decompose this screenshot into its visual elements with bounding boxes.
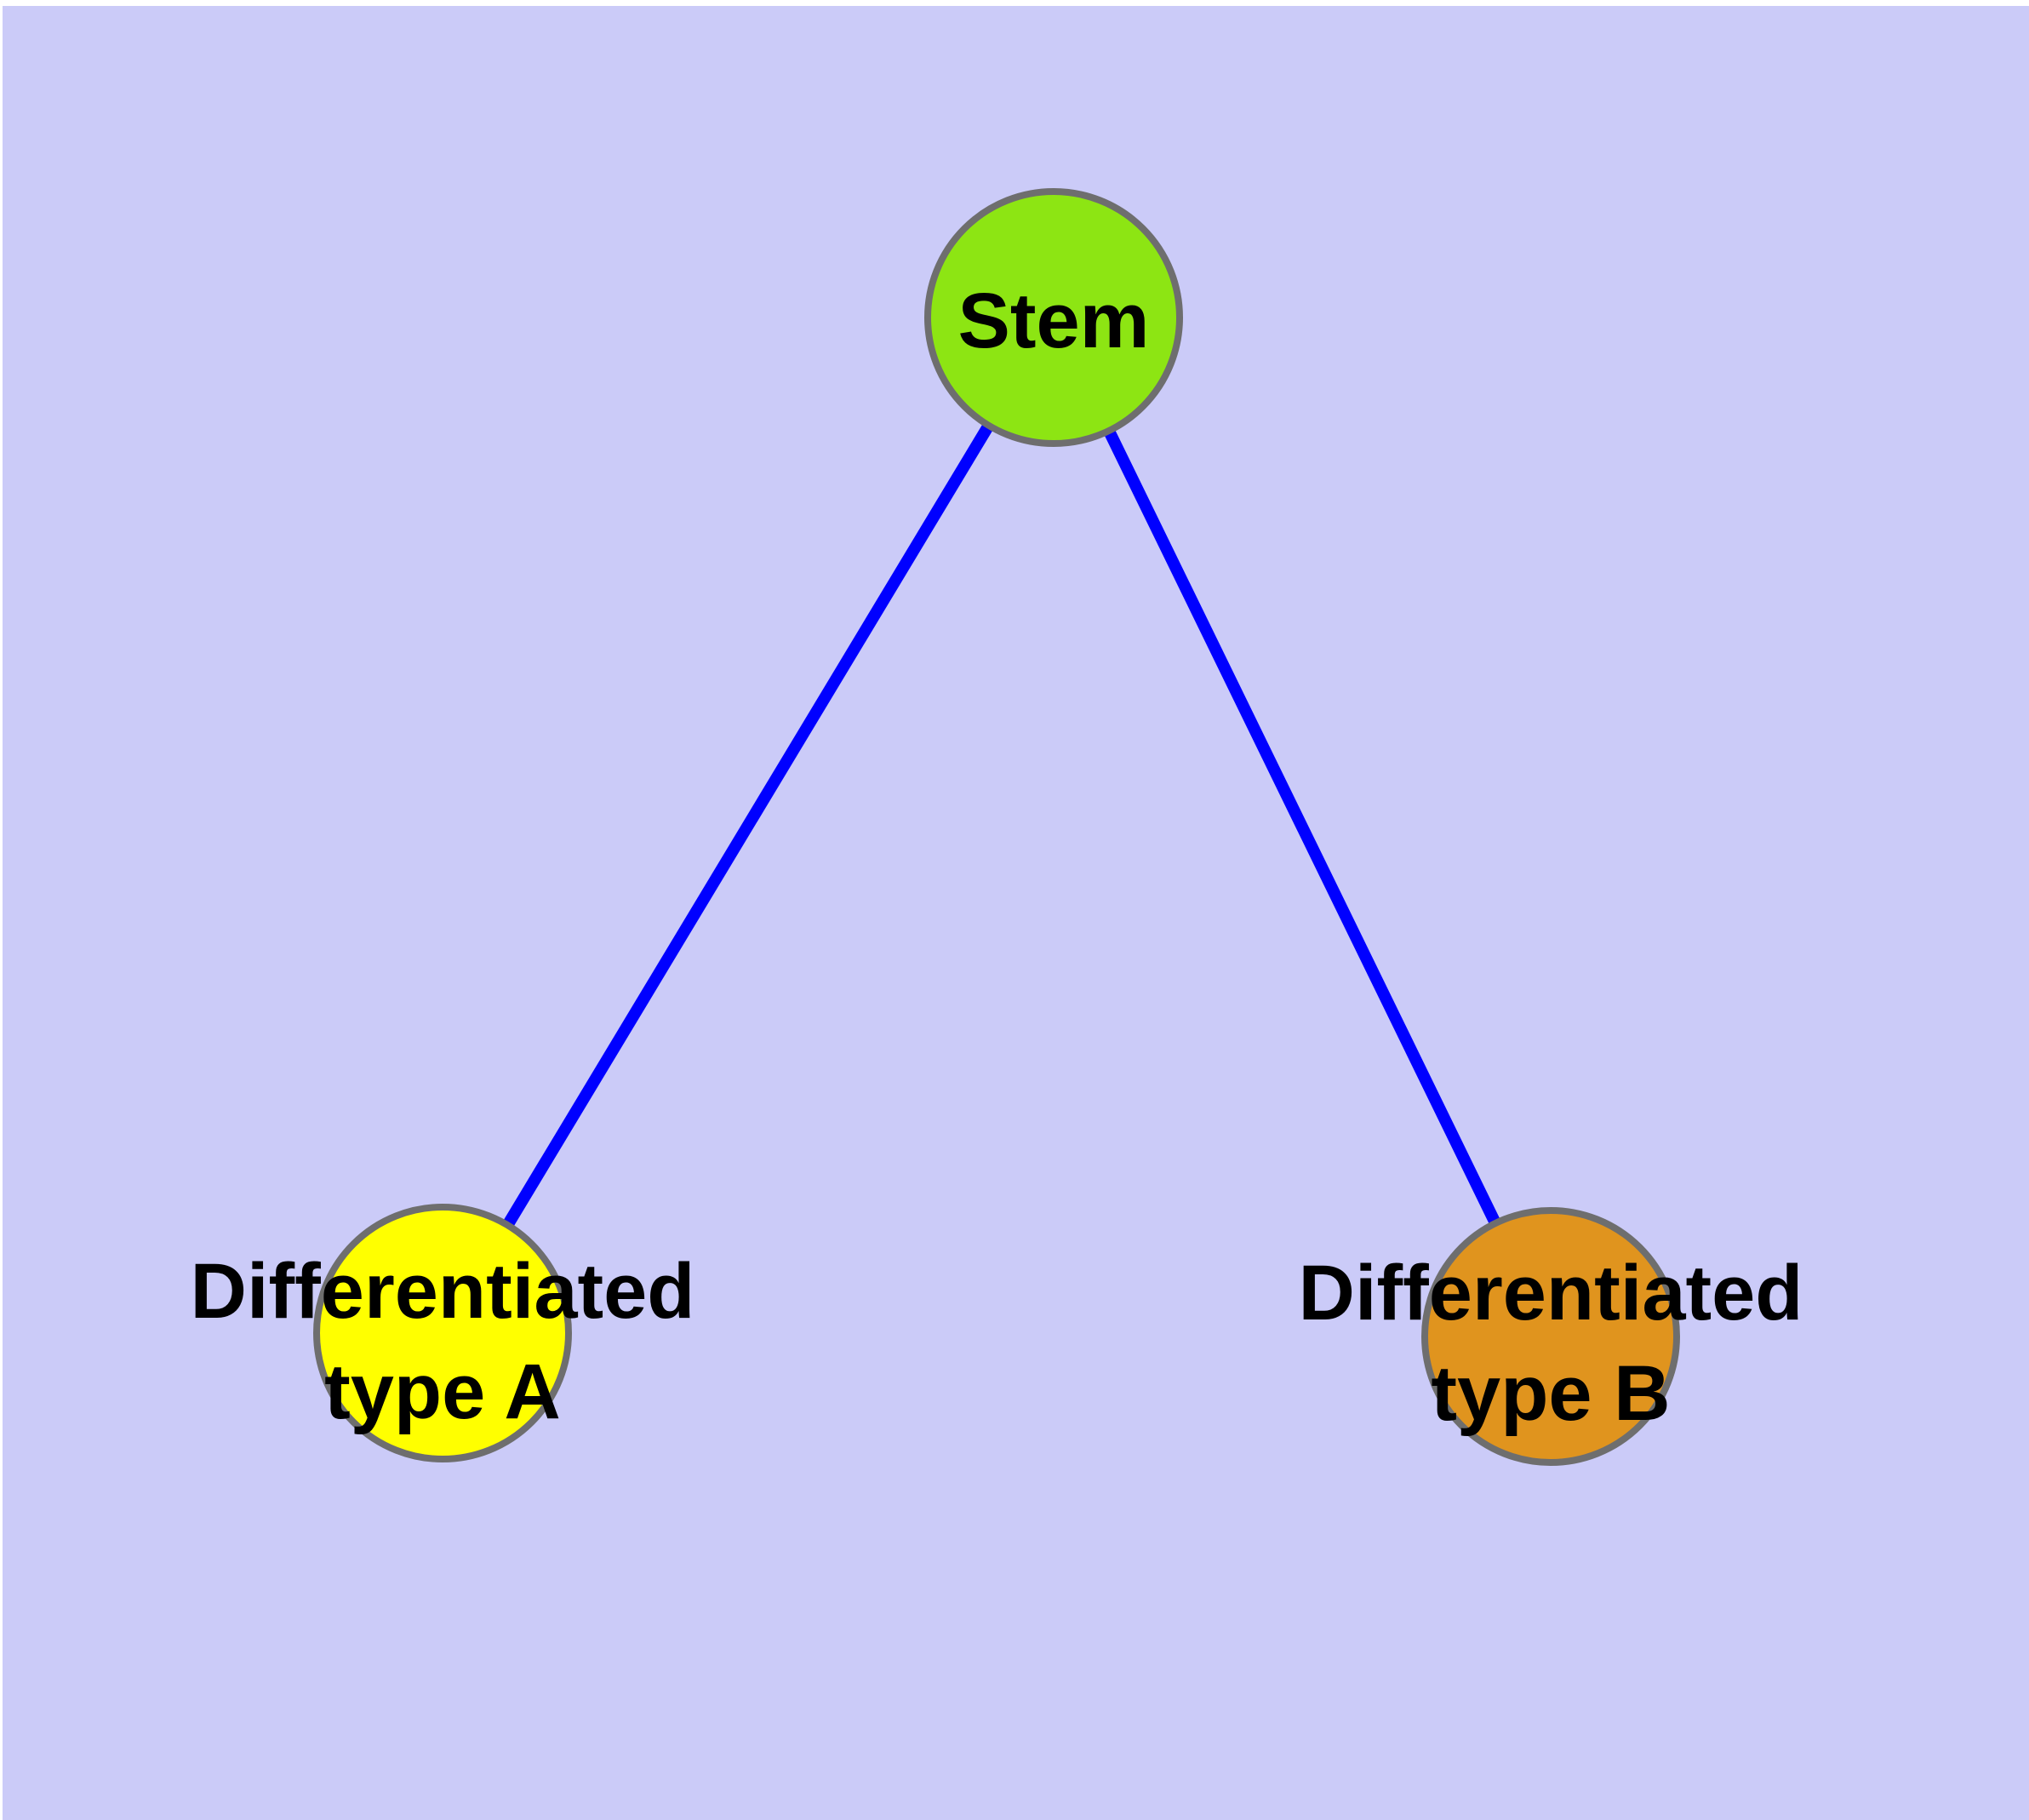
differentiated-type-a-label-line1: Differentiated <box>191 1248 695 1335</box>
differentiated-type-a-label-line2: type A <box>324 1348 561 1435</box>
stem-node-label: Stem <box>958 278 1150 364</box>
edge-stem-to-type-a <box>437 314 1059 1336</box>
stem-node <box>924 188 1183 447</box>
differentiated-type-b-label-line1: Differentiated <box>1299 1250 1803 1336</box>
differentiated-type-b-node <box>1421 1207 1680 1466</box>
differentiated-type-b-label-line2: type B <box>1431 1350 1670 1437</box>
edge-stem-to-type-b <box>1048 314 1557 1340</box>
differentiated-type-a-node <box>313 1204 572 1462</box>
